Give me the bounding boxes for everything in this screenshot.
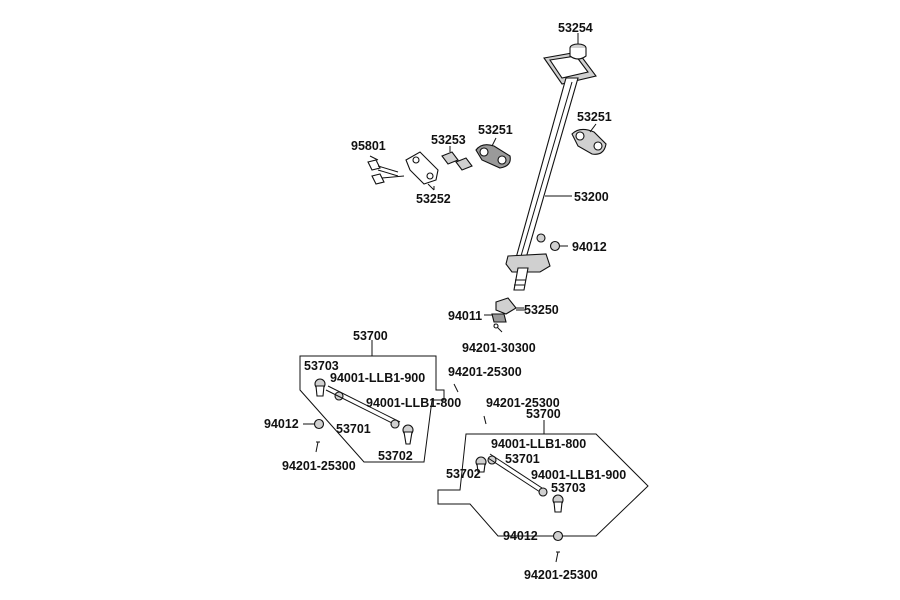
steering-shaft-53200	[505, 51, 597, 291]
label-53702-left: 53702	[378, 449, 413, 463]
label-94011: 94011	[448, 309, 482, 323]
label-53251-right: 53251	[577, 110, 612, 124]
holder-53251-right	[571, 123, 607, 155]
label-53251-mid: 53251	[478, 123, 513, 137]
nuts-94012-upper	[536, 233, 568, 252]
collar-53253	[441, 146, 473, 171]
label-53253: 53253	[431, 133, 466, 147]
label-94012-a: 94012	[572, 240, 607, 254]
label-53254: 53254	[558, 21, 593, 35]
label-53701-right: 53701	[505, 452, 540, 466]
label-94201-25300-c: 94201-25300	[486, 396, 560, 410]
washer-94011	[484, 313, 507, 323]
bush-53254	[569, 33, 587, 60]
pin-94201-25300-c	[483, 415, 487, 425]
label-94201-30300: 94201-30300	[462, 341, 536, 355]
nut-94012-b	[303, 418, 325, 430]
label-94012-c: 94012	[503, 529, 538, 543]
pin-94201-25300-a	[453, 383, 459, 393]
bolts-95801	[367, 155, 405, 185]
leader-lines	[427, 183, 572, 311]
label-53250: 53250	[524, 303, 559, 317]
label-94001-llb1-800-left: 94001-LLB1-800	[366, 396, 461, 410]
pin-94201-25300-b	[315, 441, 320, 453]
label-94201-25300-a: 94201-25300	[448, 365, 522, 379]
label-53200: 53200	[574, 190, 609, 204]
label-53700-left: 53700	[353, 329, 388, 343]
label-53700-right: 53700	[526, 407, 561, 421]
pin-94201-30300	[493, 323, 503, 333]
label-94201-25300-d: 94201-25300	[524, 568, 598, 582]
label-53703-right: 53703	[551, 481, 586, 495]
label-94001-llb1-900-right: 94001-LLB1-900	[531, 468, 626, 482]
pin-94201-25300-d	[555, 551, 560, 563]
tie-rod-assembly-right	[437, 420, 649, 537]
label-94012-b: 94012	[264, 417, 299, 431]
labels: 53254 53251 53251 53253 95801 53252 5320…	[264, 21, 626, 582]
tie-rod-assembly-left	[299, 340, 445, 463]
holder-53251-mid	[475, 137, 511, 169]
label-94201-25300-b: 94201-25300	[282, 459, 356, 473]
label-53702-right: 53702	[446, 467, 481, 481]
label-94001-llb1-800-right: 94001-LLB1-800	[491, 437, 586, 451]
nut-94012-c	[545, 530, 564, 542]
nut-53250	[495, 297, 524, 315]
label-53252: 53252	[416, 192, 451, 206]
label-53701-left: 53701	[336, 422, 371, 436]
label-94001-llb1-900-left: 94001-LLB1-900	[330, 371, 425, 385]
label-53703-left: 53703	[304, 359, 339, 373]
plate-53252	[405, 151, 439, 190]
label-95801: 95801	[351, 139, 386, 153]
